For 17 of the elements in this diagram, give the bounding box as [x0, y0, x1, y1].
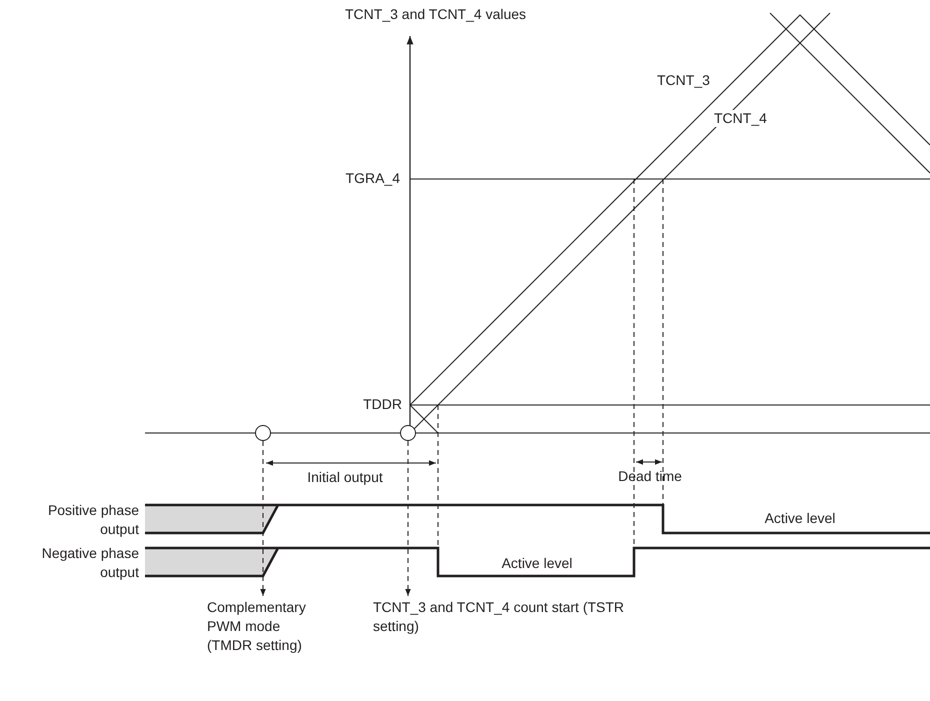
curve-label: TCNT_3 [655, 72, 712, 89]
event-marker [255, 425, 271, 441]
event-caption: Complementary PWM mode (TMDR setting) [207, 598, 325, 655]
signal-label: Positive phase output [46, 501, 139, 539]
arrow [260, 440, 266, 596]
level-label: Active level [500, 555, 574, 572]
dimension-label: Initial output [306, 469, 384, 486]
level-label: TGRA_4 [344, 170, 400, 187]
event-caption: TCNT_3 and TCNT_4 count start (TSTR setting) [373, 598, 643, 636]
level-label: TDDR [362, 396, 402, 413]
curve-label: TCNT_4 [712, 110, 769, 127]
signal-label: Negative phase output [40, 544, 139, 582]
level-label: Active level [764, 510, 836, 527]
axis-title: TCNT_3 and TCNT_4 values [345, 6, 528, 23]
dimension-label: Dead time [617, 468, 683, 485]
arrow [405, 440, 411, 596]
event-marker [400, 425, 416, 441]
